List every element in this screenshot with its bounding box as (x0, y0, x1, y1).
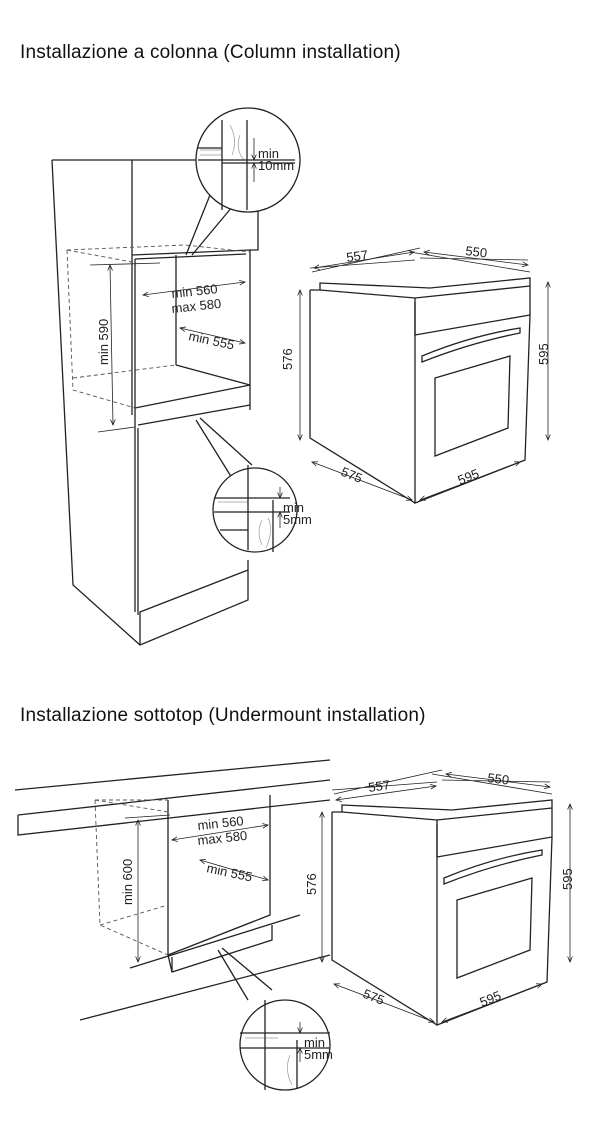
oven-drawing-column (300, 247, 548, 504)
label-min-depth: min 555 (187, 328, 235, 352)
detail-bottom-undermount-line1: min (304, 1035, 325, 1050)
oven-width-bottom: 595 (456, 466, 482, 488)
oven-depth-top: 557 (345, 247, 369, 265)
oven-height-side: 576 (280, 348, 295, 370)
label-max-width-undermount: max 580 (197, 828, 248, 848)
oven-width-top-undermount: 550 (487, 770, 510, 788)
undermount-cabinet (14, 759, 331, 1021)
label-min-width-undermount: min 560 (197, 813, 245, 833)
detail-callout-top (185, 107, 301, 256)
detail-callout-bottom-undermount (217, 947, 331, 1091)
section-title-column: Installazione a colonna (Column installa… (20, 42, 401, 63)
detail-bottom-undermount-line2: 5mm (304, 1047, 333, 1062)
detail-top-line1: min (258, 146, 279, 161)
label-min-width: min 560 (171, 281, 219, 301)
oven-depth-top-undermount: 557 (367, 777, 391, 795)
oven-width-bottom-undermount: 595 (478, 988, 504, 1010)
oven-width-top: 550 (465, 243, 488, 261)
oven-depth-bottom-undermount: 575 (361, 986, 387, 1008)
label-max-width: max 580 (171, 296, 222, 316)
detail-bottom-column-line1: min (283, 500, 304, 515)
label-min-height: min 590 (96, 319, 111, 365)
detail-callout-bottom-column (195, 417, 298, 553)
oven-drawing-undermount (322, 769, 570, 1026)
oven-height-front-undermount: 595 (560, 868, 575, 890)
detail-bottom-column-line2: 5mm (283, 512, 312, 527)
detail-top-line2: 10mm (258, 158, 294, 173)
section-title-undermount: Installazione sottotop (Undermount insta… (20, 705, 426, 726)
oven-height-side-undermount: 576 (304, 873, 319, 895)
column-cabinet (51, 159, 259, 646)
oven-depth-bottom: 575 (339, 464, 365, 486)
label-min-depth-undermount: min 555 (205, 860, 253, 884)
label-min-height-undermount: min 600 (120, 859, 135, 905)
oven-height-front: 595 (536, 343, 551, 365)
